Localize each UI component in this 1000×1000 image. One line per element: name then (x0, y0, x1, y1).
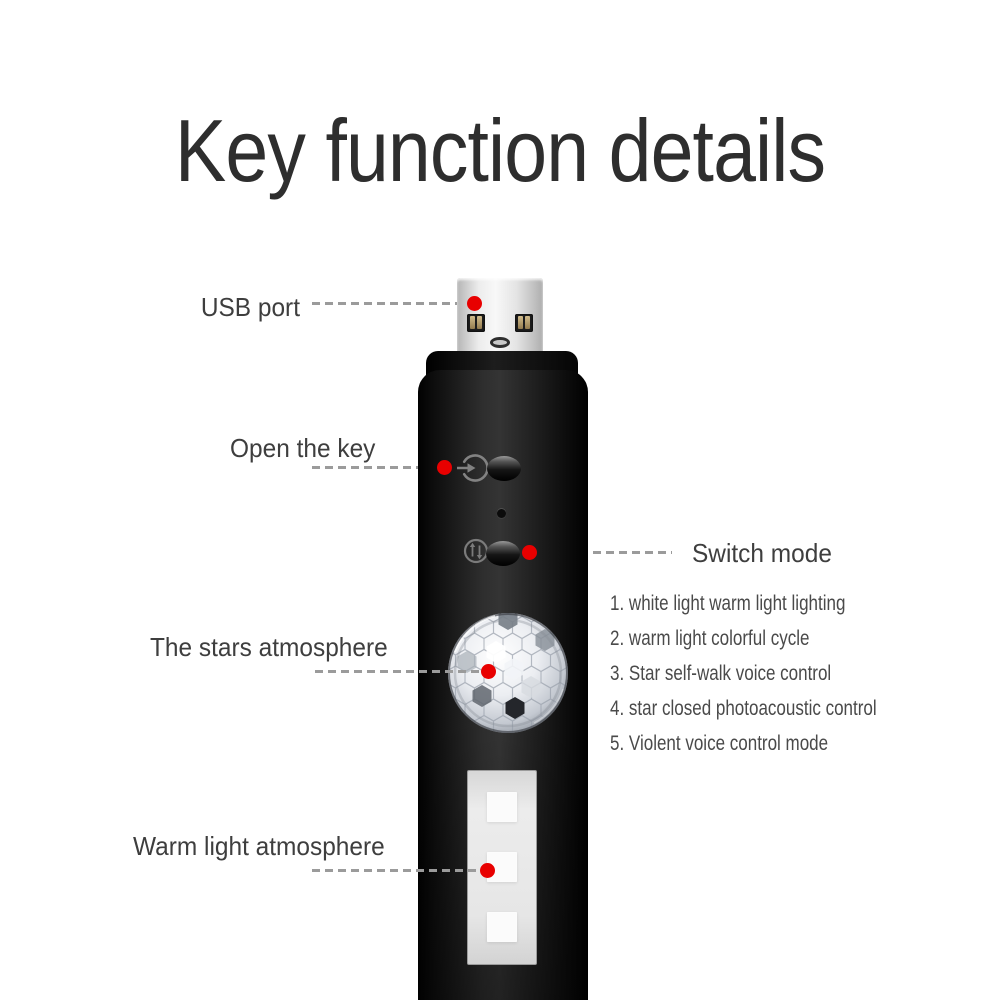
mode-switch-icon (463, 538, 489, 564)
led-strip-panel (467, 770, 537, 965)
led-square (487, 912, 517, 942)
open-the-key-leader-line (312, 466, 436, 469)
usb-port-red-dot-icon (467, 296, 482, 311)
disco-ball-lens (448, 613, 568, 733)
switch-mode-leader-line (541, 551, 672, 554)
mode-list: 1. white light warm light lighting 2. wa… (610, 586, 877, 761)
usb-oval-hole (490, 337, 510, 348)
usb-slot-left (467, 314, 485, 332)
mode-list-item: 2. warm light colorful cycle (610, 627, 810, 650)
open-the-key-red-dot-icon (437, 460, 452, 475)
page-title: Key function details (174, 101, 826, 200)
mode-list-item: 3. Star self-walk voice control (610, 662, 832, 685)
usb-plug (457, 278, 543, 356)
mode-list-item: 1. white light warm light lighting (610, 592, 846, 615)
warm-light-leader-line (312, 869, 480, 872)
switch-mode-red-dot-icon (522, 545, 537, 560)
usb-pin (477, 316, 482, 329)
led-square (487, 792, 517, 822)
power-button (487, 456, 521, 481)
indicator-led (497, 509, 506, 518)
stars-atmosphere-red-dot-icon (481, 664, 496, 679)
usb-port-label: USB port (200, 292, 300, 322)
stars-atmosphere-label: The stars atmosphere (150, 632, 388, 662)
warm-light-atmosphere-label: Warm light atmosphere (133, 831, 385, 861)
mode-switch-button (486, 541, 520, 566)
stars-atmosphere-leader-line (315, 670, 481, 673)
mode-list-item: 4. star closed photoacoustic control (610, 697, 877, 720)
warm-light-red-dot-icon (480, 863, 495, 878)
usb-port-leader-line (312, 302, 464, 305)
usb-slot-right (515, 314, 533, 332)
mode-list-item: 5. Violent voice control mode (610, 732, 829, 755)
usb-pin (525, 316, 530, 329)
open-the-key-label: Open the key (230, 433, 376, 463)
switch-mode-label: Switch mode (692, 538, 832, 568)
usb-pin (518, 316, 523, 329)
usb-pin (470, 316, 475, 329)
